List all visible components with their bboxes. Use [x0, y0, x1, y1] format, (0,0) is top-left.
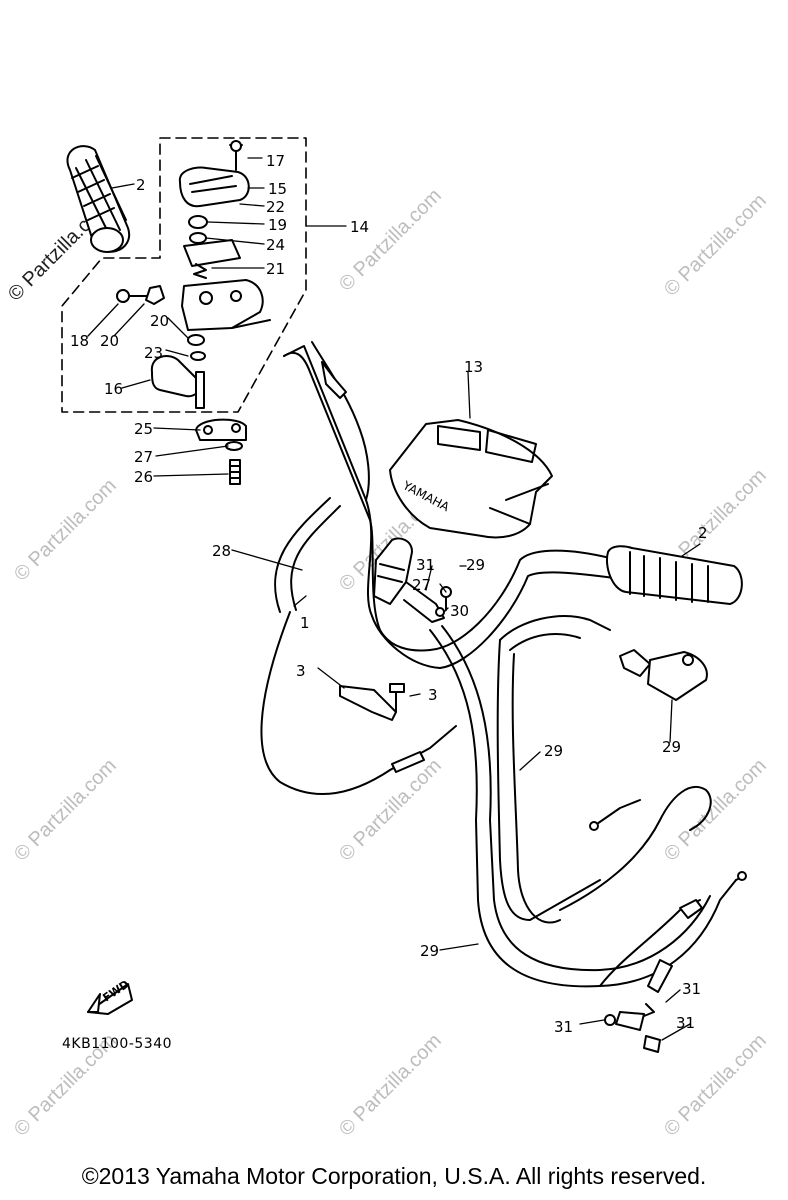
callout-label: 31	[682, 980, 701, 998]
spring	[193, 263, 207, 279]
callout-label: 30	[450, 602, 469, 620]
fwd-arrow	[87, 983, 133, 1015]
throttle-lever	[150, 355, 205, 409]
callout-label: 20	[150, 312, 169, 330]
plate	[183, 239, 241, 267]
cable	[559, 785, 712, 911]
cable	[260, 611, 457, 795]
kill-switch	[619, 649, 708, 701]
callout-label: 23	[144, 344, 163, 362]
callout-label: 29	[420, 942, 439, 960]
callout-label: 19	[268, 216, 287, 234]
callout-label: 29	[466, 556, 485, 574]
callout-label: 21	[266, 260, 285, 278]
handlebar-cover	[389, 419, 553, 539]
callout-label: 17	[266, 152, 285, 170]
callout-label: 3	[296, 662, 306, 680]
callout-label: 31	[416, 556, 435, 574]
callout-label: 22	[266, 198, 285, 216]
switch-assembly-outline	[61, 137, 307, 413]
tube	[274, 497, 341, 613]
callout-label: 26	[134, 468, 153, 486]
callout-label: 14	[350, 218, 369, 236]
callout-label: 3	[428, 686, 438, 704]
callout-label: 15	[268, 180, 287, 198]
callout-label: 29	[544, 742, 563, 760]
cable	[429, 629, 737, 988]
callout-label: 29	[662, 738, 681, 756]
copyright-notice: ©2013 Yamaha Motor Corporation, U.S.A. A…	[81, 1163, 707, 1189]
callout-label: 18	[70, 332, 89, 350]
callout-label: 31	[554, 1018, 573, 1036]
washer	[188, 215, 208, 229]
right-grip	[606, 545, 743, 605]
cable	[499, 615, 611, 651]
callout-label: 1	[300, 614, 310, 632]
leader-lines	[87, 157, 701, 1041]
diagram-part-code: 4KB1100-5340	[62, 1036, 173, 1052]
nut	[145, 285, 165, 305]
cable	[599, 899, 701, 987]
lever-housing	[373, 537, 445, 623]
bracket	[339, 685, 397, 721]
cable	[311, 341, 370, 501]
callout-label: 20	[100, 332, 119, 350]
callout-label: 16	[104, 380, 123, 398]
switch-body	[181, 279, 271, 331]
switch-cover	[178, 166, 250, 208]
callout-label: 27	[134, 448, 153, 466]
callout-labels: 2 17 15 22 19 24 21 14 18 20 20 23 16 25…	[70, 152, 708, 1036]
left-grip	[66, 145, 131, 253]
callout-label: 2	[698, 524, 708, 542]
callout-label: 24	[266, 236, 285, 254]
callout-label: 31	[676, 1014, 695, 1032]
washer	[189, 232, 207, 244]
callout-label: 25	[134, 420, 153, 438]
callout-label: 27	[412, 576, 431, 594]
callout-label: 2	[136, 176, 146, 194]
callout-label: 13	[464, 358, 483, 376]
callout-label: 28	[212, 542, 231, 560]
